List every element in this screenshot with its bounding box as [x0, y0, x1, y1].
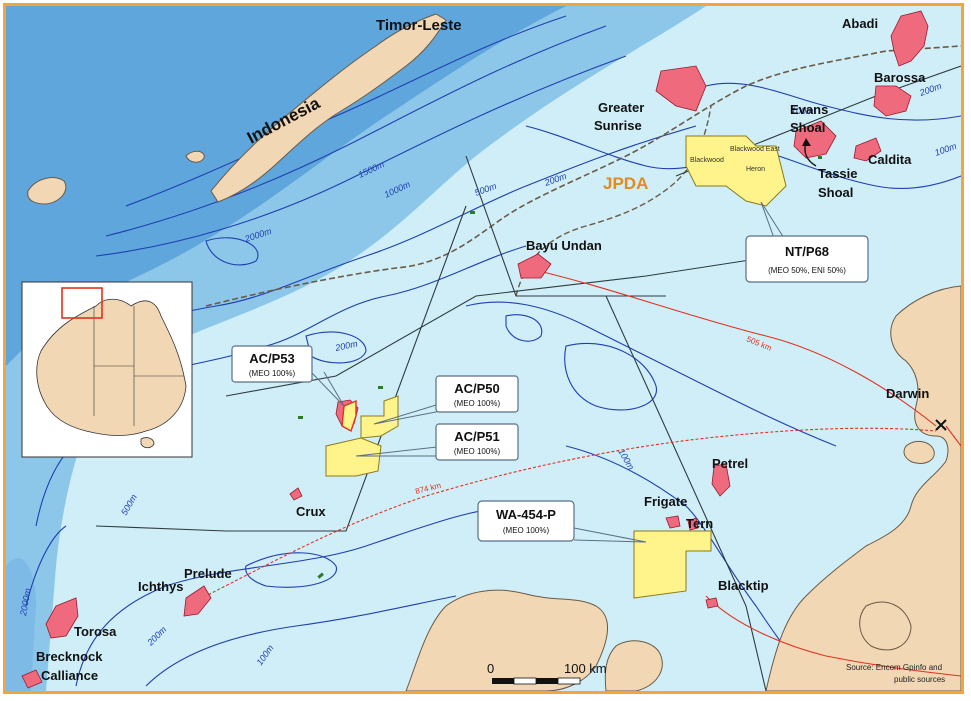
callout-ntp68[interactable]: NT/P68 (MEO 50%, ENI 50%): [745, 235, 869, 283]
callout-ntp68-title: NT/P68: [785, 244, 829, 259]
tassie-shoal-arrowhead: [802, 138, 811, 146]
field-label-bayu-undan: Bayu Undan: [526, 238, 602, 253]
bayu-undan-field: [517, 253, 552, 279]
callout-acp50-subtitle: (MEO 100%): [454, 399, 501, 408]
field-label-prelude: Prelude: [184, 566, 232, 581]
contour-label-200-mid: 200m: [333, 338, 359, 353]
source-note: Source: Encom Gpinfo and public sources: [846, 663, 945, 684]
australia-peninsula: [604, 640, 663, 691]
field-label-blacktip: Blacktip: [718, 578, 769, 593]
field-label-tassie-shoal: Tassie Shoal: [818, 166, 861, 200]
inset-australia: [36, 298, 187, 436]
callout-acp51[interactable]: AC/P51 (MEO 100%): [435, 423, 519, 461]
contour-label-100-north: 100m: [791, 106, 814, 116]
deep-sea-southwest: [6, 558, 36, 691]
field-label-crux: Crux: [296, 504, 326, 519]
callout-acp50[interactable]: AC/P50 (MEO 100%): [435, 375, 519, 413]
tern-field: [687, 517, 699, 531]
land-masses: [27, 13, 961, 691]
evans-shoal-line1: Evans: [790, 102, 828, 117]
acp50-permit[interactable]: [360, 395, 399, 439]
australia-west-coast: [405, 589, 609, 691]
acp51-permit[interactable]: [325, 437, 382, 477]
torosa-field: [45, 597, 79, 639]
evans-shoal-line2: Shoal: [790, 120, 825, 135]
field-label-barossa: Barossa: [874, 70, 926, 85]
caldita-field: [853, 137, 882, 162]
darwin-marker: [935, 419, 947, 431]
field-label-evans-shoal: Evans Shoal: [790, 102, 832, 135]
map-frame: 1500m 1000m 2000m 500m 200m 2000m 500m 2…: [3, 3, 964, 694]
country-label-timor-leste: Timor-Leste: [376, 17, 462, 34]
blacktip-field: [705, 597, 719, 609]
field-label-calliance: Calliance: [41, 668, 98, 683]
field-label-abadi: Abadi: [842, 16, 878, 31]
callout-acp50-title: AC/P50: [454, 381, 500, 396]
timor-island: [210, 13, 447, 203]
field-label-tern: Tern: [686, 516, 713, 531]
zone-label-jpda: JPDA: [603, 174, 648, 193]
callout-ntp68-subtitle: (MEO 50%, ENI 50%): [768, 266, 846, 275]
callout-wa454p-subtitle: (MEO 100%): [503, 526, 550, 535]
deep-sea: [6, 6, 566, 366]
australia-top-end: [765, 285, 961, 691]
inset-tasmania: [140, 437, 155, 449]
field-label-frigate: Frigate: [644, 494, 687, 509]
callout-wa454p-title: WA-454-P: [496, 507, 556, 522]
callout-acp53[interactable]: AC/P53 (MEO 100%): [231, 345, 313, 383]
field-label-blackwood: Blackwood: [690, 157, 724, 164]
callout-leaders: [310, 201, 785, 543]
australia-inlet-land: [859, 601, 912, 651]
field-label-brecknock: Brecknock: [36, 649, 103, 664]
abadi-field: [890, 10, 929, 67]
field-label-torosa: Torosa: [74, 624, 117, 639]
callout-acp51-title: AC/P51: [454, 429, 500, 444]
inset-state-borders: [93, 306, 184, 426]
ntp68-permit[interactable]: [685, 135, 787, 207]
frigate-field: [665, 515, 681, 529]
callout-acp51-subtitle: (MEO 100%): [454, 447, 501, 456]
field-label-greater-sunrise: Greater Sunrise: [594, 100, 648, 133]
pipelines: [185, 267, 961, 677]
greater-sunrise-line1: Greater: [598, 100, 644, 115]
field-label-petrel: Petrel: [712, 456, 748, 471]
acp53-permit[interactable]: [341, 399, 357, 433]
fields: [21, 10, 929, 689]
field-label-caldita: Caldita: [868, 152, 912, 167]
greater-sunrise-line2: Sunrise: [594, 118, 642, 133]
calliance-field: [21, 669, 43, 689]
sumba-island: [27, 177, 67, 205]
permits: [325, 135, 787, 599]
bathymetry-contours: [25, 15, 961, 691]
wa454p-permit[interactable]: [633, 530, 712, 599]
callout-acp53-title: AC/P53: [249, 351, 295, 366]
tassie-shoal-line1: Tassie: [818, 166, 858, 181]
source-note-line1: Source: Encom Gpinfo and: [846, 663, 942, 672]
petrel-field: [711, 463, 731, 497]
field-label-blackwood-east: Blackwood East: [730, 146, 780, 153]
barossa-field: [873, 85, 912, 117]
inset-locator: [61, 287, 103, 319]
map-canvas: 1500m 1000m 2000m 500m 200m 2000m 500m 2…: [6, 6, 961, 691]
tassie-shoal-line2: Shoal: [818, 185, 853, 200]
callout-wa454p[interactable]: WA-454-P (MEO 100%): [477, 500, 575, 542]
field-label-heron: Heron: [746, 166, 765, 173]
ichthys-field: [183, 585, 212, 617]
oil-shows: [298, 156, 822, 579]
callout-acp53-subtitle: (MEO 100%): [249, 369, 296, 378]
city-label-darwin: Darwin: [886, 386, 929, 401]
scale-bar: 0 100 km: [487, 661, 607, 685]
crux-field: [289, 487, 303, 501]
source-note-line2: public sources: [894, 675, 945, 684]
small-island: [185, 150, 205, 163]
greater-sunrise-field: [655, 65, 707, 112]
contour-label-2000-west: 2000m: [18, 587, 33, 617]
boundaries: [95, 45, 961, 691]
scale-bar-end: 100 km: [564, 661, 607, 676]
inset-map: [21, 281, 193, 458]
field-label-ichthys: Ichthys: [138, 579, 184, 594]
melville-island: [903, 440, 935, 464]
scale-bar-zero: 0: [487, 661, 494, 676]
